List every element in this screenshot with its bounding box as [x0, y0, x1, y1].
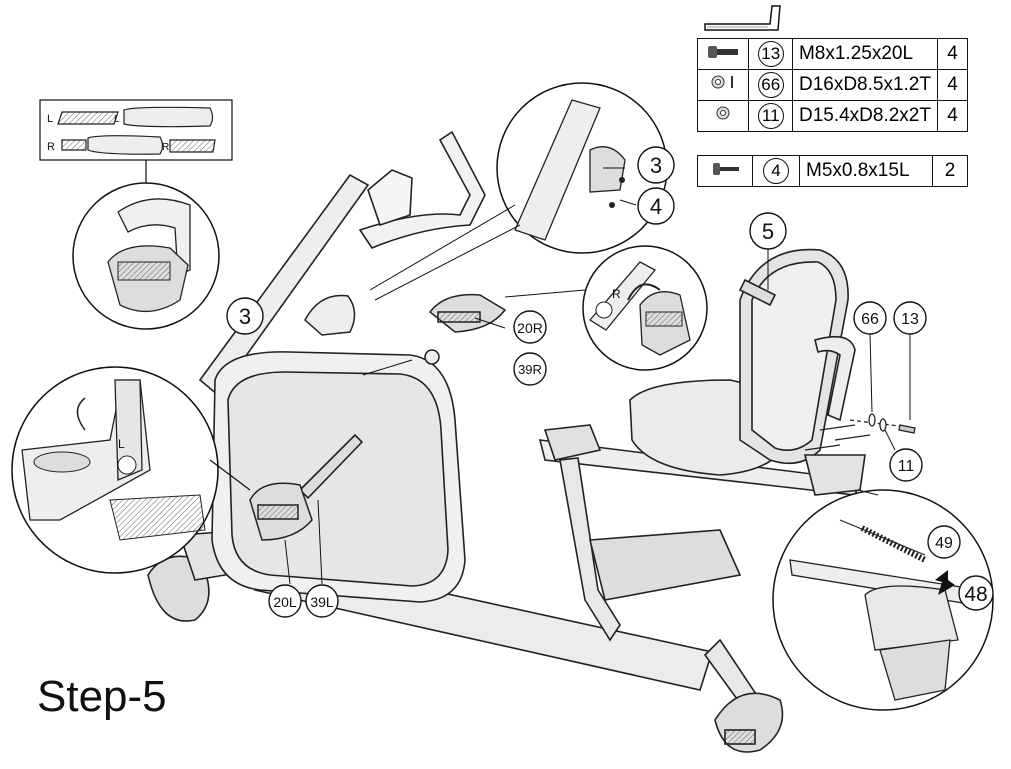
- callout-13: 13: [901, 311, 919, 328]
- strap-inset: L R L R: [39, 99, 233, 185]
- hardware-row: 11 D15.4xD8.2x2T 4: [696, 100, 969, 132]
- recumbent-bike: [147, 130, 866, 753]
- part-spec: M5x0.8x15L: [799, 155, 933, 187]
- callout-39r: 39R: [518, 362, 542, 377]
- part-qty: 2: [932, 155, 968, 187]
- part-qty: 4: [936, 69, 969, 101]
- callout-3-detail: 3: [650, 153, 662, 178]
- callout-39r-circle: [513, 352, 547, 386]
- hardware-row: 66 D16xD8.5x1.2T 4: [696, 69, 969, 101]
- step-title: Step-5: [37, 672, 167, 721]
- detail-circle-left-crank: L: [11, 366, 219, 574]
- hardware-table-screws: 4 M5x0.8x15L 2: [697, 155, 968, 187]
- detail-circle-pedal-strap: [72, 182, 220, 330]
- callout-11-circle: [889, 448, 923, 482]
- callout-20r-circle: [513, 310, 547, 344]
- callout-49-circle: [927, 525, 961, 559]
- part-qty: 4: [936, 38, 969, 70]
- allen-key-icon: [704, 5, 781, 31]
- callout-20l: 20L: [273, 594, 297, 610]
- callout-48-circle: [958, 575, 994, 611]
- strap-right-label-2: R: [162, 142, 169, 153]
- detail-circle-right-pedal: R: [582, 245, 708, 371]
- part-number: 66: [757, 72, 784, 98]
- part-number: 4: [763, 158, 789, 184]
- crank-left-label: L: [118, 437, 125, 451]
- part-qty: 4: [936, 100, 969, 132]
- handlebar: [358, 130, 486, 249]
- console: [367, 169, 413, 227]
- strap-left-label: L: [47, 113, 53, 125]
- callouts: 3 4 3 5 20R 39R 66 13 11 49 48 20L 39L: [226, 146, 994, 618]
- callout-11: 11: [898, 458, 915, 475]
- flat-washer-icon: [696, 100, 750, 132]
- crank-right-label: R: [612, 287, 621, 301]
- pedal-right: [424, 293, 507, 365]
- screw-icon: [697, 155, 753, 187]
- callout-3-detail-circle: [637, 146, 675, 184]
- hardware-row: 13 M8x1.25x20L 4: [696, 38, 969, 70]
- callout-4-detail: 4: [650, 194, 662, 219]
- callout-39l: 39L: [310, 594, 334, 610]
- callout-13-circle: [893, 301, 927, 335]
- hardware-table: 13 M8x1.25x20L 4 66 D16xD8.5x1.2T 4 11 D…: [696, 38, 969, 132]
- hardware-row: 4 M5x0.8x15L 2: [697, 155, 968, 187]
- part-spec: M8x1.25x20L: [791, 38, 938, 70]
- callout-3-main: 3: [239, 304, 251, 329]
- part-spec: D16xD8.5x1.2T: [791, 69, 938, 101]
- strap-left-label-2: L: [114, 114, 120, 125]
- callout-3-main-circle: [226, 297, 264, 335]
- part-number: 13: [757, 41, 784, 67]
- callout-66-circle: [853, 301, 887, 335]
- callout-20l-circle: [268, 584, 302, 618]
- bolt-icon: [696, 38, 750, 70]
- callout-48: 48: [964, 583, 987, 606]
- strap-right-label: R: [47, 141, 55, 153]
- washer-icon: [696, 69, 750, 101]
- console-post: [198, 173, 370, 397]
- part-number: 11: [757, 103, 784, 129]
- callout-49: 49: [935, 535, 953, 552]
- pedal-left: [249, 482, 313, 541]
- callout-20r: 20R: [517, 320, 543, 336]
- detail-circle-pedal-bracket: [496, 82, 668, 254]
- callout-66: 66: [861, 311, 879, 328]
- part-spec: D15.4xD8.2x2T: [791, 100, 938, 132]
- callout-4-detail-circle: [637, 187, 675, 225]
- callout-39l-circle: [305, 584, 339, 618]
- callout-5: 5: [762, 219, 774, 244]
- seat-bolts: [804, 413, 916, 451]
- callout-5-circle: [749, 212, 787, 250]
